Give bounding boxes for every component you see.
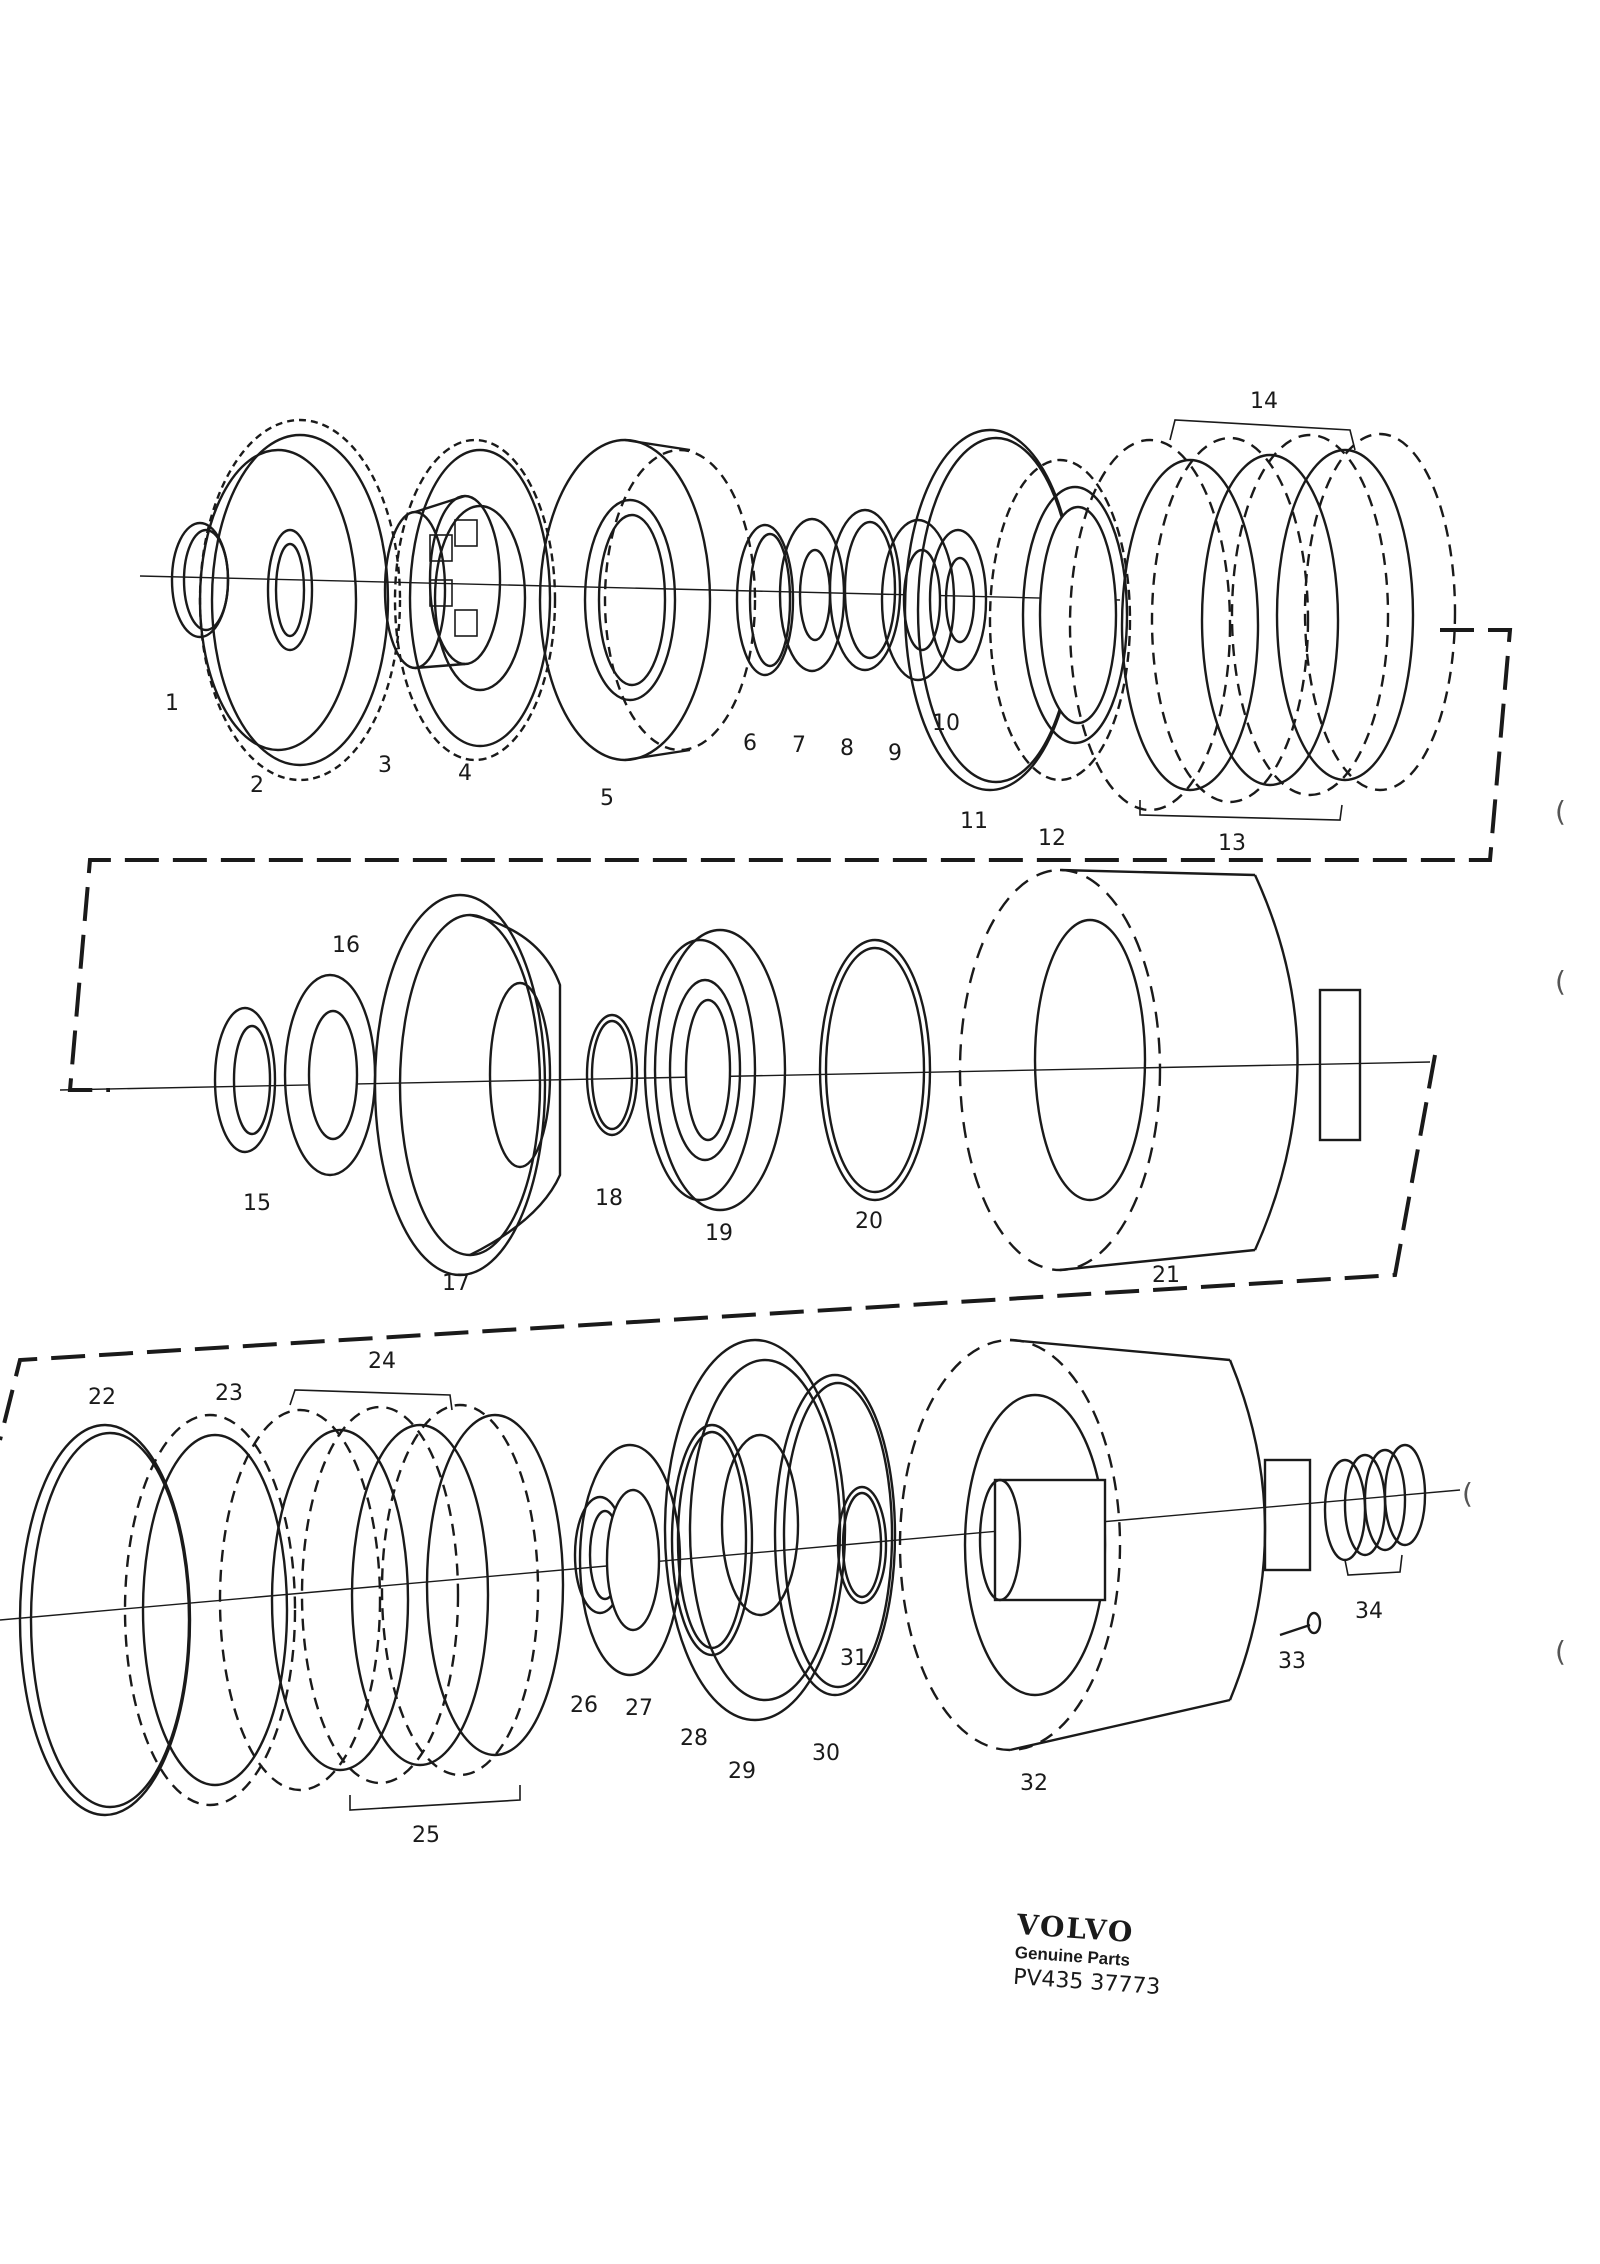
row-2-assembly bbox=[0, 868, 1437, 1441]
part-22-snap-ring bbox=[18, 1423, 192, 1817]
label-part-20: 20 bbox=[855, 1209, 883, 1234]
part-32-clutch-housing bbox=[898, 1338, 1312, 1752]
part-16-spring-plate bbox=[283, 973, 377, 1177]
part-20-o-ring bbox=[818, 938, 932, 1202]
label-part-4: 4 bbox=[458, 761, 472, 786]
label-part-10: 10 bbox=[932, 711, 960, 736]
label-part-21: 21 bbox=[1152, 1263, 1180, 1288]
label-part-24: 24 bbox=[368, 1349, 396, 1374]
part-8-ring bbox=[828, 508, 902, 672]
label-part-16: 16 bbox=[332, 933, 360, 958]
part-33-screw bbox=[1279, 1611, 1322, 1637]
part-30-o-ring bbox=[773, 1373, 897, 1697]
label-part-25: 25 bbox=[412, 1823, 440, 1848]
part-12-clutch-hub bbox=[988, 458, 1132, 782]
edge-mark: ( bbox=[1555, 795, 1566, 828]
label-part-26: 26 bbox=[570, 1693, 598, 1718]
edge-mark: ( bbox=[1555, 1635, 1566, 1668]
label-part-13: 13 bbox=[1218, 831, 1246, 856]
label-part-3: 3 bbox=[378, 753, 392, 778]
label-part-2: 2 bbox=[250, 773, 264, 798]
label-part-28: 28 bbox=[680, 1726, 708, 1751]
label-part-6: 6 bbox=[743, 731, 757, 756]
brand-block: VOLVO Genuine Parts PV435 37773 bbox=[1012, 1908, 1165, 2000]
part-13-14-clutch-pack bbox=[1068, 432, 1457, 812]
part-1-snap-ring bbox=[170, 521, 230, 639]
label-part-18: 18 bbox=[595, 1186, 623, 1211]
label-part-22: 22 bbox=[88, 1385, 116, 1410]
label-part-8: 8 bbox=[840, 736, 854, 761]
part-5-drum bbox=[538, 438, 757, 762]
label-part-17: 17 bbox=[442, 1271, 470, 1296]
edge-mark: ( bbox=[1555, 965, 1566, 998]
label-part-15: 15 bbox=[243, 1191, 271, 1216]
label-part-19: 19 bbox=[705, 1221, 733, 1246]
part-31-o-ring bbox=[836, 1485, 888, 1605]
part-15-hub-ring bbox=[213, 1006, 277, 1154]
label-part-29: 29 bbox=[728, 1759, 756, 1784]
part-34-spring-pack bbox=[1323, 1443, 1427, 1562]
label-part-14: 14 bbox=[1250, 389, 1278, 414]
part-6-ring bbox=[735, 523, 795, 677]
label-part-11: 11 bbox=[960, 809, 988, 834]
label-part-1: 1 bbox=[165, 691, 179, 716]
part-17-piston bbox=[373, 893, 562, 1277]
edge-mark: ( bbox=[1462, 1477, 1473, 1510]
part-10-washer bbox=[928, 528, 988, 672]
part-labels: 1 2 3 4 5 6 7 8 9 10 11 12 13 14 15 16 1… bbox=[88, 389, 1383, 1848]
part-19-piston-seal-hub bbox=[643, 928, 787, 1212]
label-part-33: 33 bbox=[1278, 1649, 1306, 1674]
part-18-o-ring bbox=[585, 1013, 639, 1137]
label-part-27: 27 bbox=[625, 1696, 653, 1721]
part-23-pressure-plate bbox=[123, 1413, 297, 1807]
part-21-clutch-drum bbox=[958, 868, 1362, 1272]
part-4-gear bbox=[393, 438, 557, 762]
label-part-9: 9 bbox=[888, 741, 902, 766]
label-part-23: 23 bbox=[215, 1381, 243, 1406]
part-28-o-ring bbox=[670, 1423, 754, 1657]
label-part-34: 34 bbox=[1355, 1599, 1383, 1624]
label-part-12: 12 bbox=[1038, 826, 1066, 851]
part-3-roller-cage bbox=[383, 494, 502, 670]
part-29-piston bbox=[663, 1338, 847, 1722]
part-24-25-clutch-pack bbox=[218, 1403, 565, 1792]
label-part-31: 31 bbox=[840, 1646, 868, 1671]
label-part-7: 7 bbox=[792, 733, 806, 758]
row-1-assembly bbox=[67, 418, 1513, 1092]
part-2-gear-disc bbox=[198, 418, 402, 782]
part-27-spring-plate bbox=[578, 1443, 682, 1677]
row-3-assembly bbox=[0, 1338, 1461, 1817]
label-part-5: 5 bbox=[600, 786, 614, 811]
label-part-30: 30 bbox=[812, 1741, 840, 1766]
label-part-32: 32 bbox=[1020, 1771, 1048, 1796]
